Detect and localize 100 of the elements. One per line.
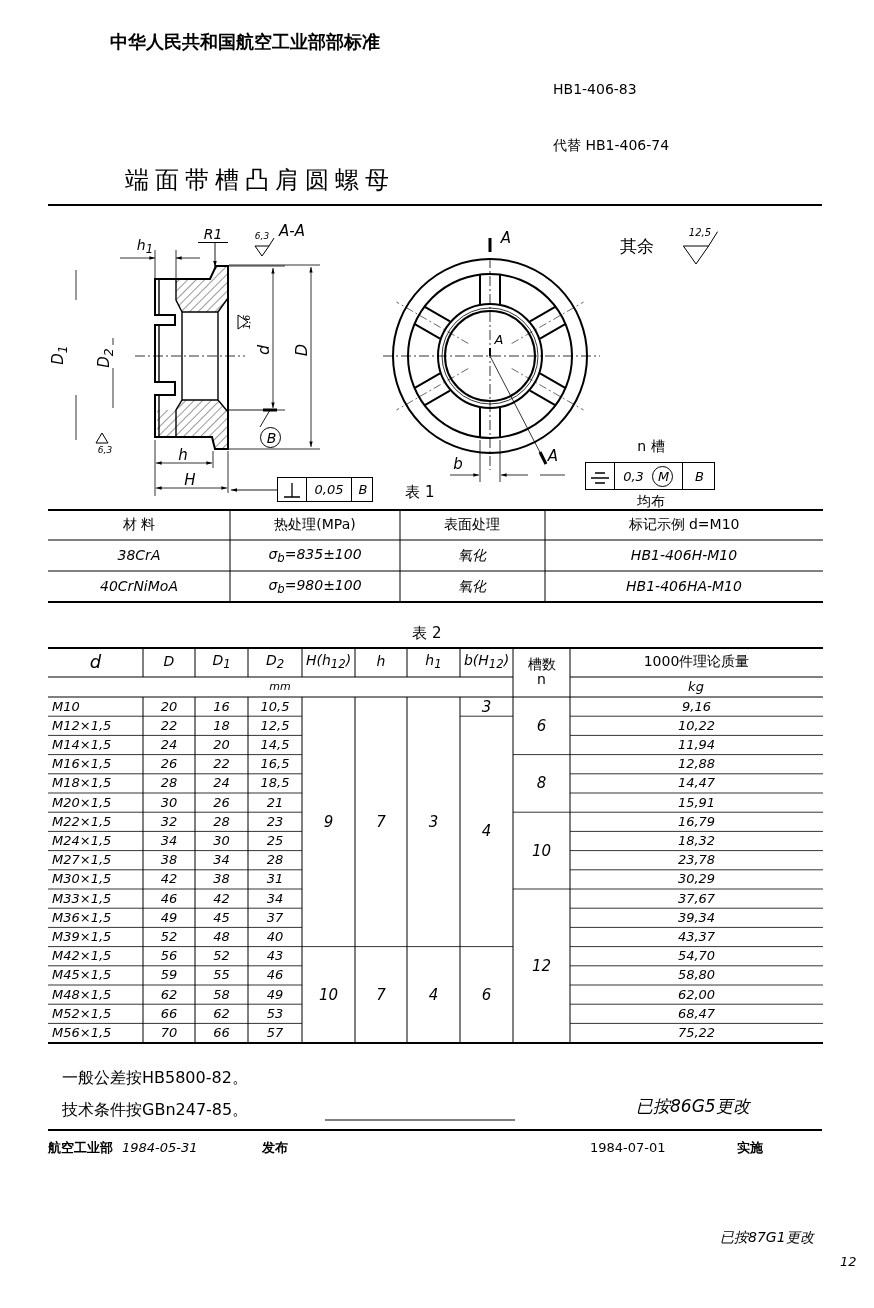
table-cell: 52 xyxy=(160,929,178,945)
table-cell: 12 xyxy=(531,957,552,975)
note-text: n 槽 xyxy=(637,439,665,455)
table-cell: 10,5 xyxy=(260,699,290,714)
unit-label: kg xyxy=(688,679,704,695)
table-cell: 16,79 xyxy=(677,814,716,829)
table-cell: 59 xyxy=(160,968,178,983)
table-header: 槽数 n xyxy=(526,656,557,688)
table-cell: 16,5 xyxy=(260,757,290,772)
table-cell: 32 xyxy=(160,814,178,829)
table-cell: M30×1,5 xyxy=(52,872,112,887)
dimension-label: d xyxy=(255,344,273,356)
note-text: 一般公差按HB5800-82。 xyxy=(62,1069,248,1087)
section-label: A xyxy=(494,332,504,348)
table-caption: 表 1 xyxy=(405,483,435,501)
table-cell: 16 xyxy=(213,699,230,714)
dimension-label: h xyxy=(178,446,188,464)
date-label: 1984-05-31 xyxy=(122,1140,198,1156)
table-cell: 20 xyxy=(213,737,230,753)
leader-line xyxy=(228,409,271,428)
table-cell: 28 xyxy=(266,853,284,868)
document-title: 端面带槽凸肩圆螺母 xyxy=(125,166,395,194)
table-cell: 34 xyxy=(160,833,178,849)
table-cell: M42×1,5 xyxy=(52,949,112,964)
table-cell: 7 xyxy=(376,813,386,831)
dimension-label: D xyxy=(293,343,311,357)
table-cell: 49 xyxy=(160,910,178,925)
standard-number: HB1-406-83 xyxy=(553,82,637,98)
dimension-label: H xyxy=(184,471,196,489)
note-text: 均布 xyxy=(637,494,665,510)
table-cell: HB1-406H-M10 xyxy=(630,548,738,564)
table-cell: 37,67 xyxy=(677,891,716,906)
table-cell: 48 xyxy=(213,929,230,945)
table-cell: 43 xyxy=(266,949,284,964)
section-label: A xyxy=(500,229,512,247)
table-cell: 40 xyxy=(266,929,284,945)
table-cell: M52×1,5 xyxy=(52,1006,112,1021)
table-cell: 9 xyxy=(323,813,334,831)
table-cell: 40CrNiMoA xyxy=(100,579,178,595)
datum-letter: B xyxy=(351,478,374,501)
table-header: 材 料 xyxy=(122,517,156,533)
table-cell: σ$_{b}$=835±100 xyxy=(268,546,362,566)
table-cell: 18,5 xyxy=(260,776,290,791)
table-header: h xyxy=(376,654,386,670)
radius-value: R1 xyxy=(202,226,224,242)
page-number: 12 xyxy=(840,1254,857,1270)
table-cell: 62 xyxy=(213,1006,230,1021)
table-cell: 37 xyxy=(266,910,284,925)
dimension-label: h$_{1}$ xyxy=(136,237,154,257)
table-cell: 12,88 xyxy=(677,757,716,772)
table-header: 1000件理论质量 xyxy=(643,654,750,670)
table-cell: M27×1,5 xyxy=(52,853,112,868)
section-label: A-A xyxy=(279,222,305,240)
table-cell: 氧化 xyxy=(458,579,486,595)
table-cell: 38 xyxy=(160,853,178,868)
table-cell: 31 xyxy=(266,872,284,887)
table-header: H(h$_{12}$) xyxy=(305,652,352,672)
section-label: A xyxy=(547,447,559,465)
table-cell: 7 xyxy=(376,986,386,1003)
table-cell: 53 xyxy=(266,1006,284,1021)
table-cell: 28 xyxy=(160,776,178,791)
table-cell: 68,47 xyxy=(677,1006,716,1021)
table-cell: σ$_{b}$=980±100 xyxy=(268,577,362,597)
datum-letter: B xyxy=(265,428,278,447)
table-cell: 46 xyxy=(160,891,178,906)
nut-section-drawing xyxy=(154,265,229,450)
table-cell: 10,22 xyxy=(677,718,716,733)
table-cell: 58,80 xyxy=(677,968,716,983)
table-cell: 30 xyxy=(213,833,230,849)
table-cell: 20 xyxy=(160,699,178,714)
table-cell: 30 xyxy=(160,795,178,810)
table-cell: 11,94 xyxy=(677,737,716,753)
table-cell: 28 xyxy=(213,814,230,829)
table-cell: M12×1,5 xyxy=(52,718,112,733)
modifier-letter: M xyxy=(656,468,671,486)
roughness-value: 12,5 xyxy=(688,226,712,238)
issuer-label: 航空工业部 xyxy=(48,1140,113,1156)
table-cell: 氧化 xyxy=(458,548,486,564)
table-cell: 26 xyxy=(213,795,230,810)
table-cell: M39×1,5 xyxy=(52,929,112,945)
dimension-label: b xyxy=(453,455,463,473)
table-cell: 24 xyxy=(213,776,230,791)
tolerance-frame xyxy=(277,477,373,502)
table-header: D$_{1}$ xyxy=(212,652,231,672)
radius-label xyxy=(198,226,228,243)
table-header: b(H$_{12}$) xyxy=(463,652,510,672)
table-cell: 4 xyxy=(428,986,439,1003)
table-cell: 42 xyxy=(160,872,178,887)
table-cell: 4 xyxy=(481,823,492,840)
note-text: 技术条件按GBn247-85。 xyxy=(62,1101,249,1119)
table-cell: 10 xyxy=(531,842,552,859)
table-header: D xyxy=(163,654,175,670)
table-cell: 55 xyxy=(213,968,230,983)
table-cell: 42 xyxy=(213,891,230,906)
table-cell: M18×1,5 xyxy=(52,776,112,791)
table-cell: 26 xyxy=(160,757,178,772)
table-cell: 3 xyxy=(481,698,492,715)
table-cell: 43,37 xyxy=(677,929,716,945)
table-header: h$_{1}$ xyxy=(425,652,442,672)
status-label: 实施 xyxy=(737,1140,763,1156)
